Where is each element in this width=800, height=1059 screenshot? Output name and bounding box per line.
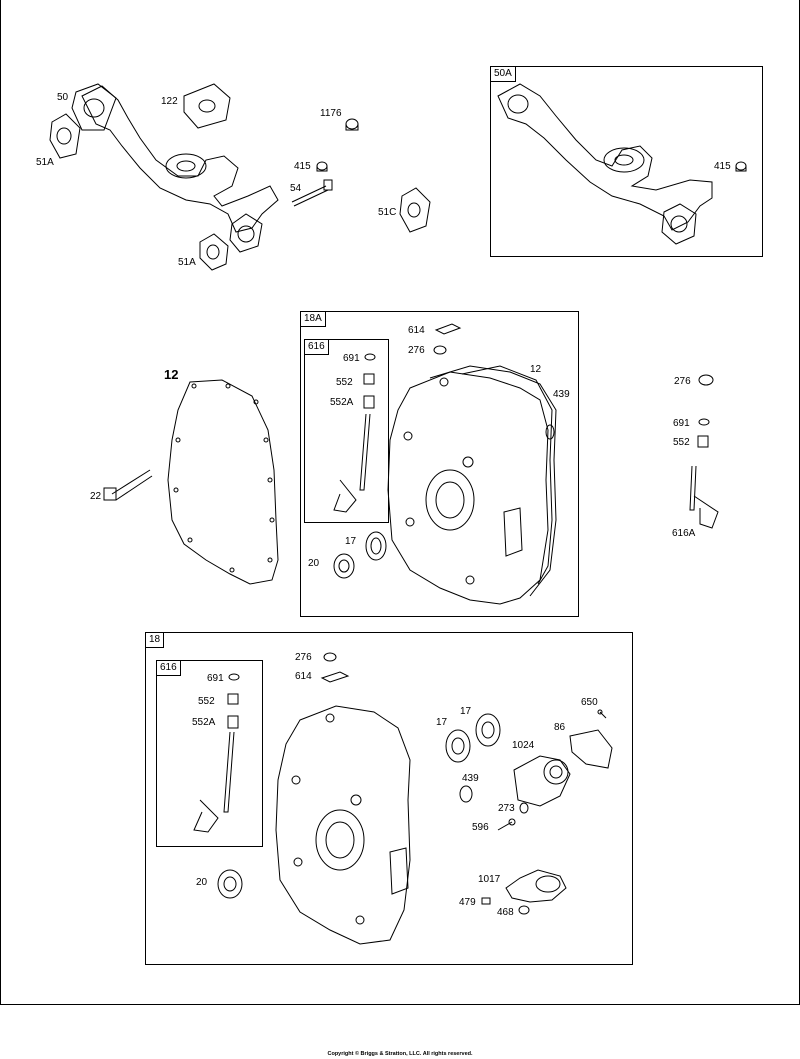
label-614-18: 614 — [295, 671, 312, 682]
label-17-18a: 17 — [345, 536, 357, 547]
screw-479 — [481, 897, 491, 905]
label-276-18a: 276 — [408, 345, 425, 356]
pin-614-18 — [320, 671, 350, 683]
label-12-gasket: 12 — [164, 367, 179, 382]
label-17-18-a: 17 — [436, 717, 448, 728]
label-1024: 1024 — [512, 740, 535, 751]
gasket-51a-lower — [199, 233, 229, 271]
label-20-18a: 20 — [308, 558, 320, 569]
washer-276-18a — [433, 345, 447, 355]
screw-596 — [497, 818, 516, 831]
o-ring-439-18 — [459, 785, 473, 803]
label-17-18-b: 17 — [460, 706, 472, 717]
washer-276-right — [698, 374, 714, 386]
label-20-18: 20 — [196, 877, 208, 888]
label-51a-upper: 51A — [36, 157, 54, 168]
group-box-18: 18 — [145, 632, 633, 965]
bushing-552-right — [697, 435, 709, 448]
cover-86 — [569, 729, 613, 769]
o-ring-439-18a — [545, 424, 555, 440]
governor-shaft-616a — [689, 465, 719, 529]
label-50: 50 — [57, 92, 69, 103]
gasket-51a-upper — [49, 113, 81, 159]
label-691-18a: 691 — [343, 353, 360, 364]
group-box-616-lower: 616 — [156, 660, 263, 847]
label-22: 22 — [90, 491, 102, 502]
gasket-51c — [399, 187, 431, 233]
washer-691-right — [698, 418, 710, 426]
bearing-17-18-b — [475, 713, 501, 747]
label-1176: 1176 — [320, 108, 342, 119]
label-51a-lower: 51A — [178, 257, 196, 268]
washer-276-18 — [323, 652, 337, 662]
group-tag-18a: 18A — [301, 312, 326, 327]
label-479: 479 — [459, 897, 476, 908]
label-691-right: 691 — [673, 418, 690, 429]
group-tag-616-upper: 616 — [305, 340, 329, 355]
nut-415 — [316, 161, 328, 172]
label-415: 415 — [294, 161, 311, 172]
label-276-right: 276 — [674, 376, 691, 387]
label-650: 650 — [581, 697, 598, 708]
pin-614-18a — [434, 323, 462, 335]
oil-pump-1024 — [513, 755, 571, 807]
bolt-54 — [291, 179, 333, 207]
governor-shaft-18 — [193, 673, 240, 833]
label-122: 122 — [161, 96, 178, 107]
label-273: 273 — [498, 803, 515, 814]
label-552a-18: 552A — [192, 717, 216, 728]
group-tag-616-lower: 616 — [157, 661, 181, 676]
screw-650 — [597, 709, 607, 719]
label-691-18: 691 — [207, 673, 224, 684]
group-tag-18: 18 — [146, 633, 165, 648]
label-439-18: 439 — [462, 773, 479, 784]
nut-415-50a — [735, 161, 747, 172]
label-552-18a: 552 — [336, 377, 353, 388]
gasket-12-18a — [461, 365, 553, 585]
bolt-22 — [103, 469, 153, 501]
group-box-50a: 50A — [490, 66, 763, 257]
label-54: 54 — [290, 183, 302, 194]
seal-20-18a — [333, 553, 355, 579]
gasket-12 — [167, 379, 279, 585]
group-tag-50a: 50A — [491, 67, 516, 82]
label-596: 596 — [472, 822, 489, 833]
bearing-17-18a — [365, 531, 387, 561]
label-415-50a: 415 — [714, 161, 731, 172]
label-616a: 616A — [672, 528, 696, 539]
label-51c: 51C — [378, 207, 397, 218]
crankcase-cover-18a — [387, 365, 557, 605]
label-12-18a: 12 — [530, 364, 542, 375]
label-552a-18a: 552A — [330, 397, 354, 408]
label-439-18a: 439 — [553, 389, 570, 400]
copyright-notice: Copyright © Briggs & Stratton, LLC. All … — [327, 1051, 473, 1057]
label-86: 86 — [554, 722, 566, 733]
o-ring-273 — [519, 802, 529, 814]
group-box-616-upper: 616 — [304, 339, 389, 523]
crankcase-cover-18 — [275, 705, 411, 945]
label-468: 468 — [497, 907, 514, 918]
label-276-18: 276 — [295, 652, 312, 663]
label-552-18: 552 — [198, 696, 215, 707]
spacer-122 — [183, 83, 231, 129]
oil-pickup-1017 — [505, 869, 567, 903]
label-552-right: 552 — [673, 437, 690, 448]
label-614-18a: 614 — [408, 325, 425, 336]
intake-manifold — [71, 83, 279, 253]
o-ring-468 — [518, 905, 530, 915]
label-1017: 1017 — [478, 874, 501, 885]
bearing-17-18-a — [445, 729, 471, 763]
seal-20-18 — [217, 869, 243, 899]
governor-shaft-18a — [333, 353, 376, 513]
plug-1176 — [345, 118, 359, 131]
group-box-18a: 18A — [300, 311, 579, 617]
intake-manifold-50a — [497, 83, 713, 245]
